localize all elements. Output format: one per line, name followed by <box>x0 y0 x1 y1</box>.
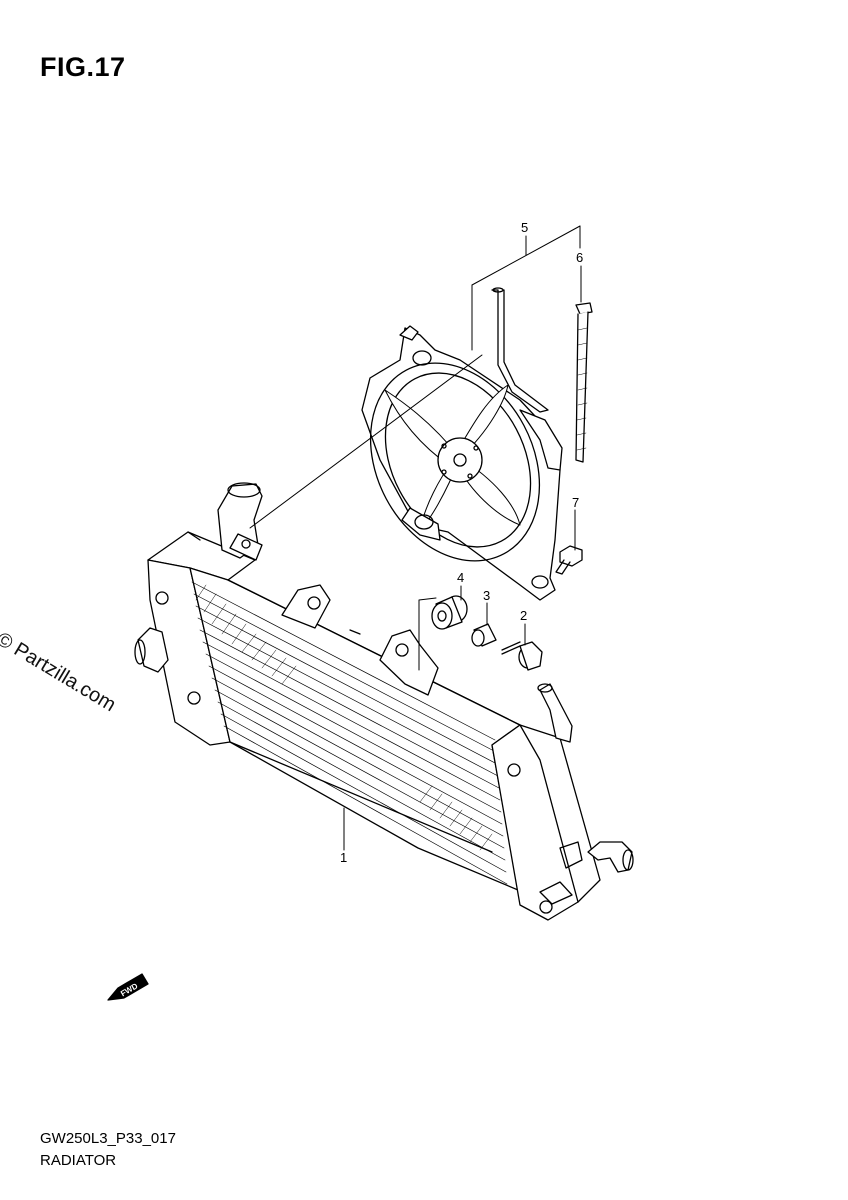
fan-ring <box>369 362 541 562</box>
fan-bolt[interactable] <box>555 545 583 575</box>
callout-1[interactable]: 1 <box>340 850 347 865</box>
forward-direction-arrow <box>107 973 149 1001</box>
fan-wire-harness <box>491 289 549 413</box>
figure-title: FIG.17 <box>40 52 126 82</box>
mount-bolt[interactable] <box>501 641 543 671</box>
callout-leaders <box>249 225 582 851</box>
collar[interactable] <box>471 623 497 647</box>
right-tank-clip <box>559 841 583 869</box>
callout-5[interactable]: 5 <box>521 220 528 235</box>
cable-tie[interactable] <box>575 302 593 463</box>
callout-6[interactable]: 6 <box>576 250 583 265</box>
callout-2[interactable]: 2 <box>520 608 527 623</box>
left-fitting <box>137 627 169 673</box>
grommet[interactable] <box>431 595 468 630</box>
left-tank-bolt-hole-bottom <box>187 691 201 705</box>
left-tank-bolt-hole-top <box>155 591 169 605</box>
radiator-fins <box>191 581 508 885</box>
drawing-code: GW250L3_P33_017 <box>40 1130 176 1147</box>
lower-sensor <box>539 881 573 905</box>
upper-mount-bracket <box>281 584 331 629</box>
radiator-assembly[interactable] <box>134 482 634 921</box>
inlet-pipe <box>539 683 573 743</box>
cooling-fan-assembly[interactable] <box>337 287 572 601</box>
fan-motor <box>519 409 563 471</box>
callout-3[interactable]: 3 <box>483 588 490 603</box>
drawing-name: RADIATOR <box>40 1152 117 1169</box>
callout-7[interactable]: 7 <box>572 495 579 510</box>
radiator-fin-hatching <box>195 584 493 851</box>
callout-4[interactable]: 4 <box>457 570 464 585</box>
center-mount-bracket <box>379 629 439 696</box>
